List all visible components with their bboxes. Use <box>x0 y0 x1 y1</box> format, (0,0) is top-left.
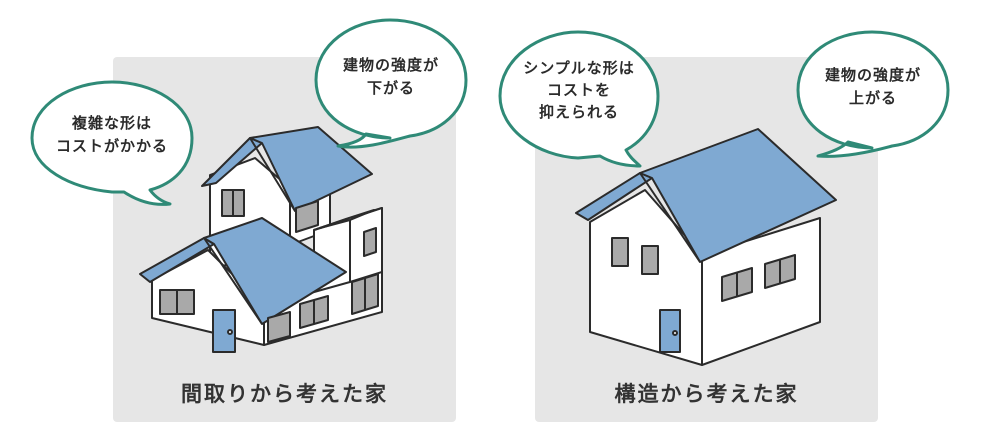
complex-house <box>139 126 383 353</box>
simple-roof-slope <box>639 128 837 263</box>
balcony-window <box>363 227 377 257</box>
bubble-left-cost-text: 複雑な形は コストがかかる <box>32 112 192 159</box>
bubble-right-cost-line1: シンプルな形は <box>523 59 635 77</box>
simple-side-wall <box>701 217 821 366</box>
bubble-right-strength-text: 建物の強度が 上がる <box>798 64 948 111</box>
right-panel-caption: 構造から考えた家 <box>614 381 799 406</box>
bubble-right-strength-line2: 上がる <box>848 89 897 108</box>
bubble-left-cost <box>30 80 194 206</box>
lower-roof-slope <box>203 217 347 325</box>
simple-house-door <box>659 309 681 353</box>
simple-house <box>575 128 837 366</box>
bubble-left-cost-line1: 複雑な形は <box>71 114 152 132</box>
lower-window-mid <box>267 311 291 343</box>
bubble-right-cost-text: シンプルな形は コストを 抑えられる <box>500 58 658 123</box>
bubble-left-strength-text: 建物の強度が 下がる <box>316 54 466 101</box>
bubble-left-strength <box>314 18 468 149</box>
bubble-left-cost-line2: コストがかかる <box>55 137 168 156</box>
bubble-left-strength-line2: 下がる <box>366 79 415 98</box>
bubble-right-cost <box>498 30 660 168</box>
bubble-right-strength-line1: 建物の強度が <box>824 66 921 84</box>
bubble-right-cost-line3: 抑えられる <box>538 102 619 121</box>
bubble-right-strength <box>796 30 950 158</box>
upper-window-right <box>295 200 319 233</box>
left-panel-caption: 間取りから考えた家 <box>181 381 388 406</box>
bubble-left-strength-line1: 建物の強度が <box>342 56 439 74</box>
bubble-right-cost-line2: コストを <box>546 80 611 99</box>
simple-window-2 <box>641 245 659 275</box>
balcony-top-inner <box>319 209 375 229</box>
simple-window-1 <box>611 237 629 267</box>
complex-house-door <box>212 309 236 353</box>
